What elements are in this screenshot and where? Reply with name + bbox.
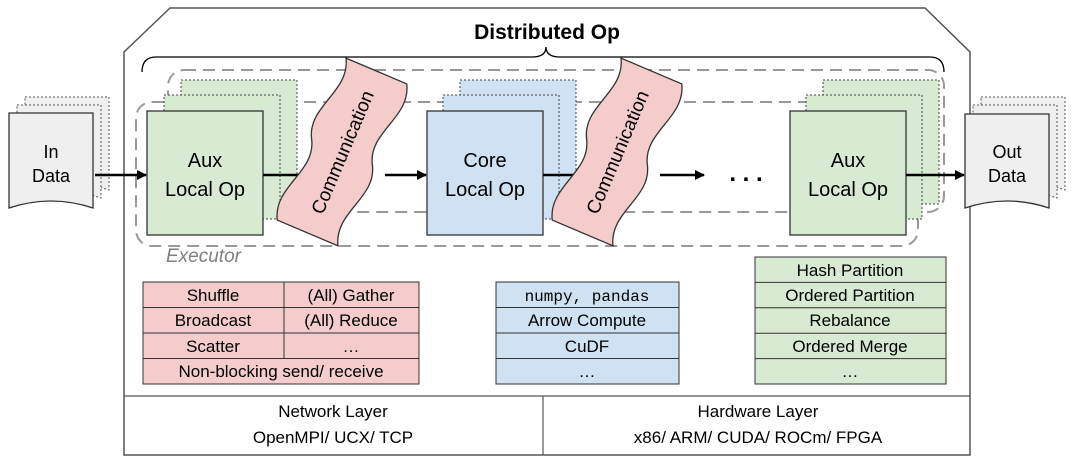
output-data-document: Out Data xyxy=(964,96,1066,209)
comm-footer: Non-blocking send/ receive xyxy=(178,362,383,381)
comm-cell: Scatter xyxy=(186,337,240,356)
input-label-line1: In xyxy=(43,142,58,162)
diagram-title: Distributed Op xyxy=(474,21,620,44)
aux-local-op-last: Aux Local Op xyxy=(789,79,940,236)
core-cell: Arrow Compute xyxy=(528,311,646,330)
input-data-document: In Data xyxy=(8,96,110,209)
aux-first-line2: Local Op xyxy=(165,179,245,201)
communication-ops-table: Shuffle (All) Gather Broadcast (All) Red… xyxy=(142,281,420,385)
comm-cell: Shuffle xyxy=(187,286,240,305)
aux-last-line1: Aux xyxy=(831,150,865,172)
comm-cell: (All) Reduce xyxy=(304,311,398,330)
aux-cell: … xyxy=(842,362,859,381)
executor-label: Executor xyxy=(166,246,242,267)
input-label-line2: Data xyxy=(32,166,71,186)
aux-last-line2: Local Op xyxy=(808,179,888,201)
core-cell: numpy, pandas xyxy=(525,288,650,306)
stage-ellipsis: . . . xyxy=(729,160,762,187)
core-cell: CuDF xyxy=(565,337,609,356)
aux-ops-table: Hash Partition Ordered Partition Rebalan… xyxy=(754,256,947,385)
output-label-line1: Out xyxy=(992,142,1021,162)
aux-first-line1: Aux xyxy=(188,150,222,172)
network-layer-title: Network Layer xyxy=(278,402,388,421)
comm-cell: (All) Gather xyxy=(308,286,395,305)
title-brace xyxy=(141,46,945,73)
aux-cell: Rebalance xyxy=(809,311,890,330)
aux-cell: Ordered Partition xyxy=(785,286,914,305)
output-label-line2: Data xyxy=(988,166,1027,186)
core-local-op: Core Local Op xyxy=(426,79,577,236)
aux-local-op-first: Aux Local Op xyxy=(146,79,298,236)
core-line2: Local Op xyxy=(445,179,525,201)
core-cell: … xyxy=(579,362,596,381)
core-line1: Core xyxy=(463,150,506,172)
aux-cell: Ordered Merge xyxy=(792,337,907,356)
comm-cell: Broadcast xyxy=(175,311,252,330)
core-compute-table: numpy, pandas Arrow Compute CuDF … xyxy=(495,281,680,385)
hardware-layer-detail: x86/ ARM/ CUDA/ ROCm/ FPGA xyxy=(634,428,883,447)
aux-cell: Hash Partition xyxy=(797,261,904,280)
network-layer-detail: OpenMPI/ UCX/ TCP xyxy=(253,428,413,447)
comm-cell: … xyxy=(343,337,360,356)
hardware-layer-title: Hardware Layer xyxy=(698,402,819,421)
